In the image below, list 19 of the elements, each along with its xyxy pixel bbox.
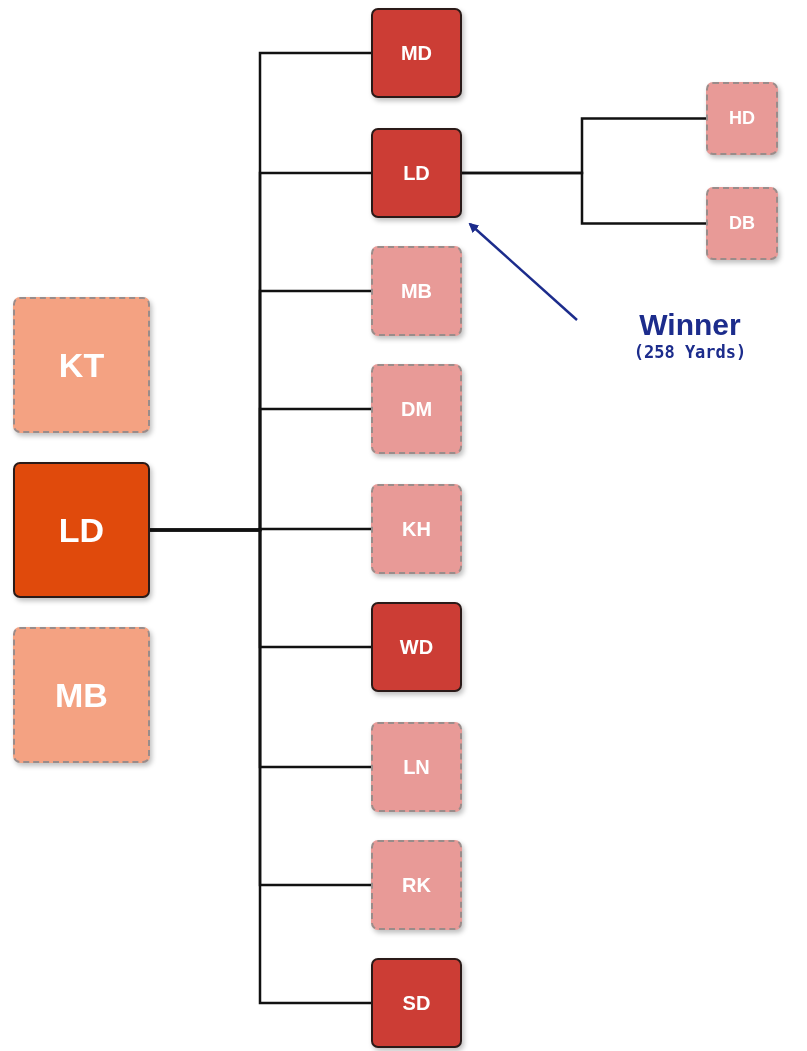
name-box: KH: [371, 484, 462, 574]
name-box: RK: [371, 840, 462, 930]
callout-title: Winner: [639, 308, 741, 342]
name-box: MB: [13, 627, 150, 763]
callout-subtitle: (258 Yards): [633, 342, 747, 362]
connector-line: [150, 528, 371, 1005]
name-box: SD: [371, 958, 462, 1048]
name-box: LN: [371, 722, 462, 812]
name-box: MB: [371, 246, 462, 336]
name-box: LD: [13, 462, 150, 598]
name-box: LD: [371, 128, 462, 218]
name-box: HD: [706, 82, 778, 155]
name-box: WD: [371, 602, 462, 692]
name-box: DB: [706, 187, 778, 260]
arrow: [468, 222, 578, 321]
connector-line: [462, 171, 706, 225]
name-box: DM: [371, 364, 462, 454]
name-box: MD: [371, 8, 462, 98]
name-box: KT: [13, 297, 150, 433]
